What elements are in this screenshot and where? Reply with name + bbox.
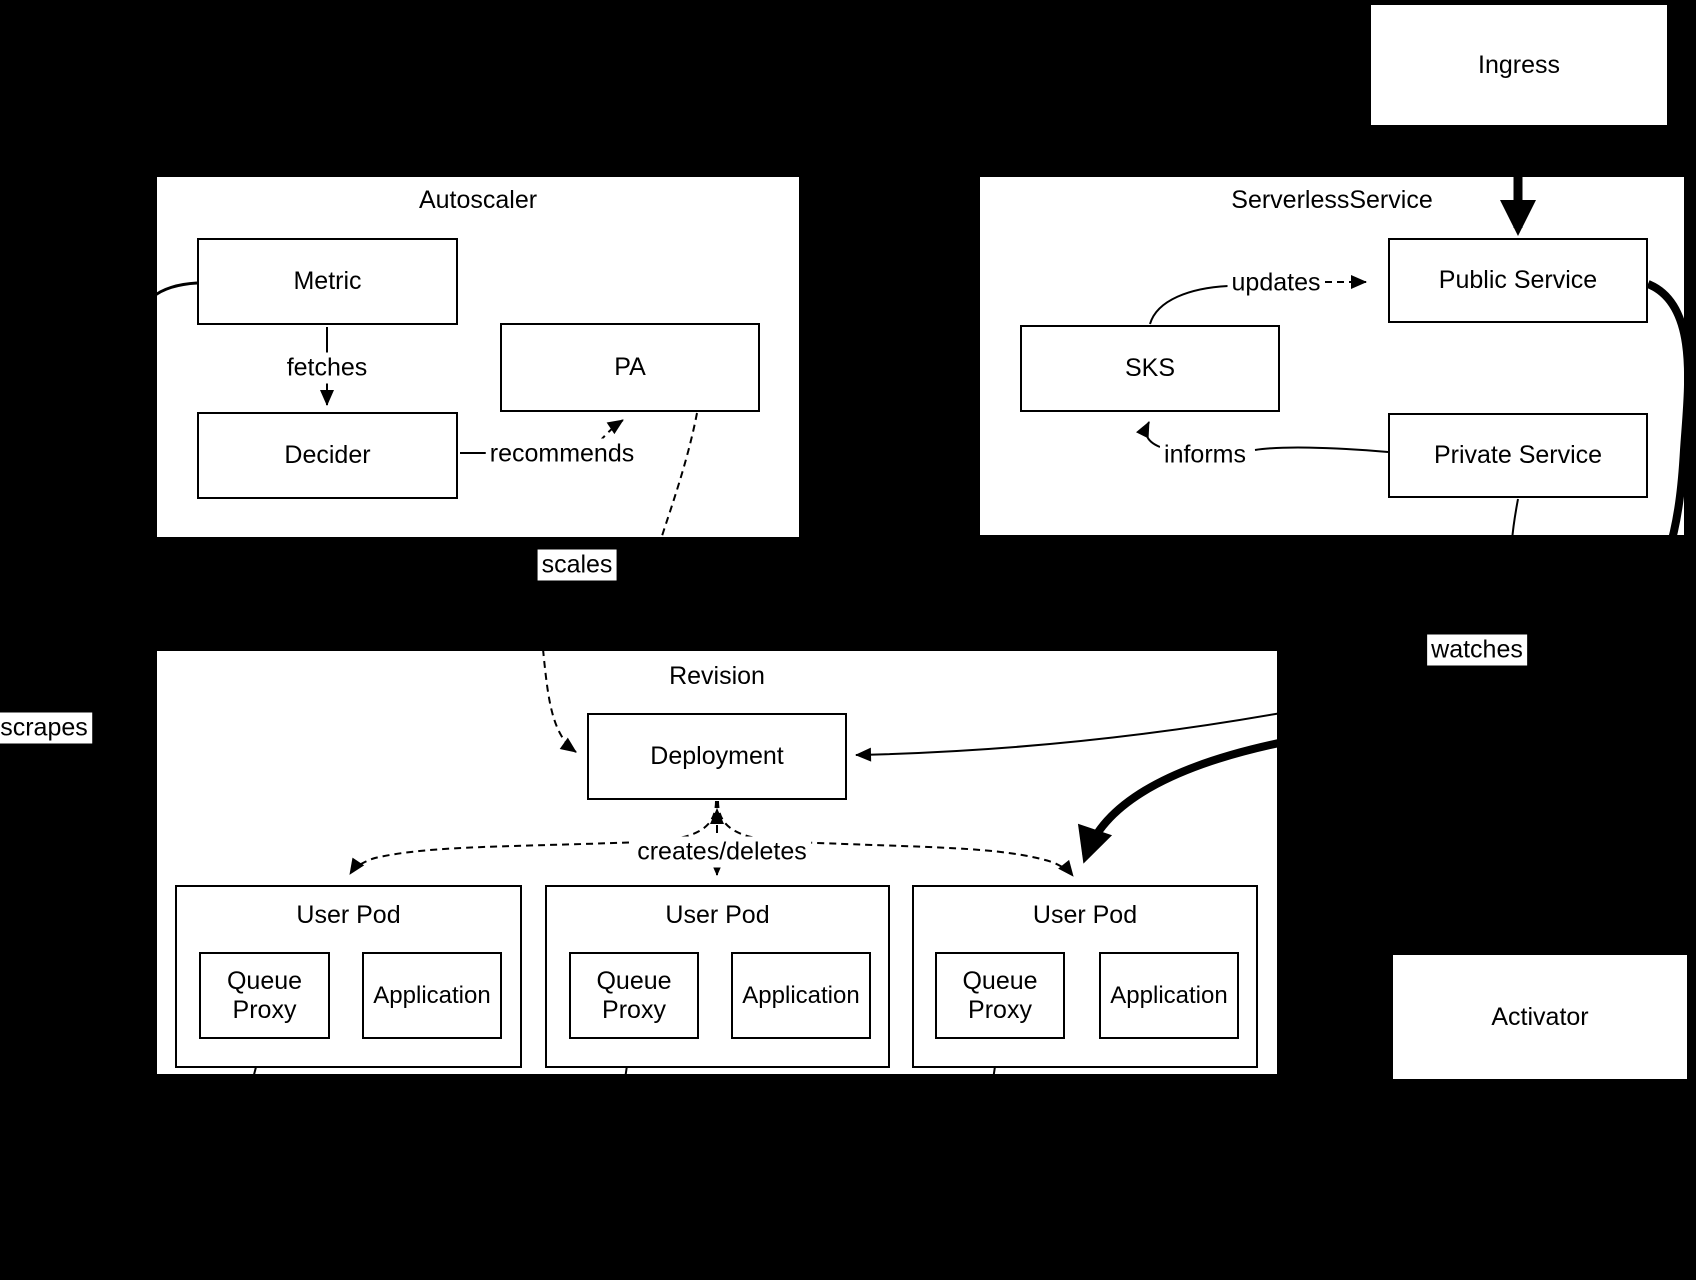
application-label-2: Application	[742, 981, 860, 1009]
user-pod-3: User Pod Queue Proxy Application	[912, 885, 1258, 1068]
ingress-node: Ingress	[1368, 2, 1670, 128]
public-service-label: Public Service	[1438, 266, 1598, 295]
autoscaler-title: Autoscaler	[418, 186, 538, 214]
user-pod-2: User Pod Queue Proxy Application	[545, 885, 890, 1068]
metric-label: Metric	[293, 267, 362, 296]
pa-label: PA	[614, 353, 646, 382]
application-label-1: Application	[373, 981, 491, 1009]
ingress-label: Ingress	[1478, 50, 1560, 79]
user-pod-1: User Pod Queue Proxy Application	[175, 885, 522, 1068]
queue-proxy-node-2: Queue Proxy	[569, 952, 699, 1039]
queue-proxy-node-3: Queue Proxy	[935, 952, 1065, 1039]
user-pod-1-title: User Pod	[296, 901, 401, 929]
metric-node: Metric	[197, 238, 458, 325]
deployment-node: Deployment	[587, 713, 847, 800]
application-label-3: Application	[1110, 981, 1228, 1009]
queue-proxy-label-3: Queue Proxy	[962, 966, 1038, 1024]
application-node-3: Application	[1099, 952, 1239, 1039]
decider-node: Decider	[197, 412, 458, 499]
scrapes-edge-label: scrapes	[0, 712, 92, 744]
watches-edge-label: watches	[1427, 634, 1527, 666]
creates-deletes-edge-label: creates/deletes	[633, 836, 811, 868]
recommends-edge-label: recommends	[485, 438, 639, 470]
deployment-label: Deployment	[650, 742, 784, 771]
scales-edge-label: scales	[537, 549, 617, 581]
updates-edge-label: updates	[1227, 267, 1325, 299]
activator-node: Activator	[1390, 952, 1690, 1082]
pa-node: PA	[500, 323, 760, 412]
activator-label: Activator	[1491, 1002, 1589, 1031]
queue-proxy-label-1: Queue Proxy	[226, 966, 303, 1024]
queue-proxy-node-1: Queue Proxy	[199, 952, 330, 1039]
private-service-node: Private Service	[1388, 413, 1648, 498]
queue-proxy-label-2: Queue Proxy	[596, 966, 672, 1024]
revision-title: Revision	[669, 662, 765, 690]
sks-node: SKS	[1020, 325, 1280, 412]
private-service-label: Private Service	[1433, 441, 1603, 470]
serverless-service-title: ServerlessService	[1231, 186, 1433, 214]
fetches-edge-label: fetches	[282, 352, 372, 384]
user-pod-2-title: User Pod	[665, 901, 770, 929]
sks-label: SKS	[1124, 354, 1176, 383]
decider-label: Decider	[284, 441, 371, 470]
public-service-node: Public Service	[1388, 238, 1648, 323]
user-pod-3-title: User Pod	[1032, 901, 1138, 929]
application-node-1: Application	[362, 952, 502, 1039]
informs-edge-label: informs	[1160, 439, 1250, 471]
application-node-2: Application	[731, 952, 871, 1039]
